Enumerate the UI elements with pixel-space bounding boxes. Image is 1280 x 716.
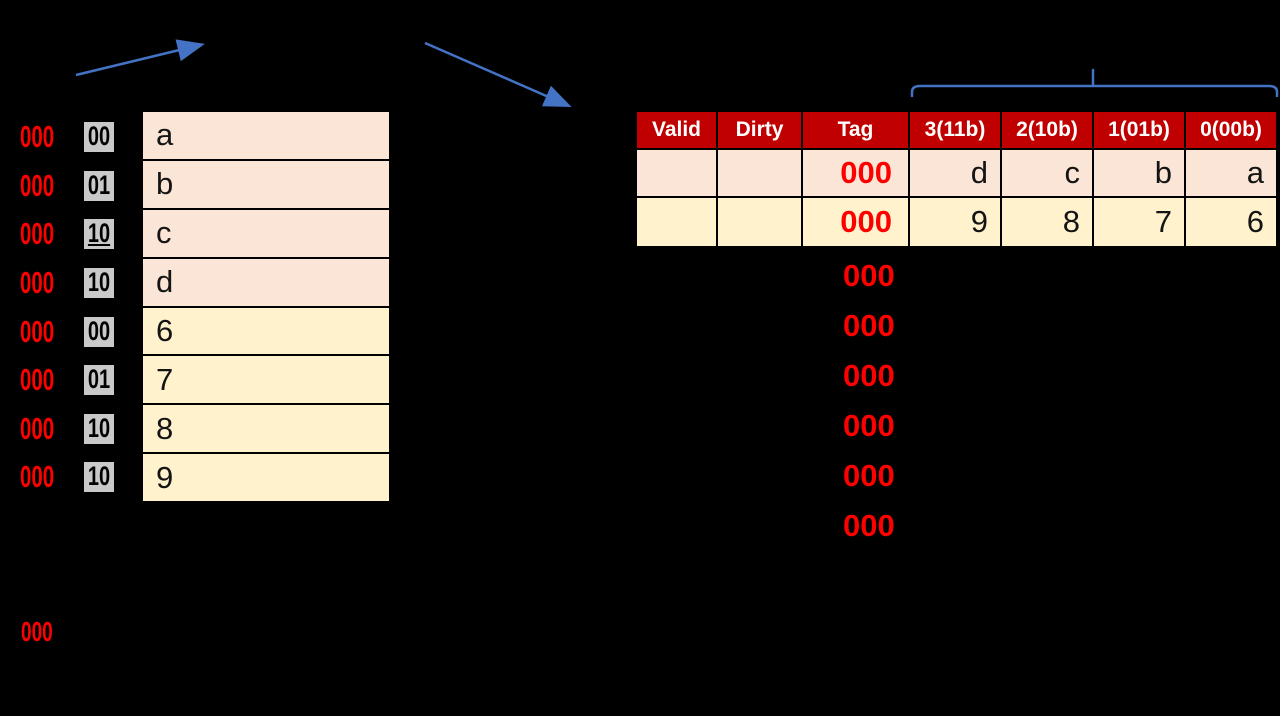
address-offset-bits: 00 — [87, 121, 111, 151]
tag-value-label: 000 — [843, 408, 895, 443]
address-offset-bits: 10 — [87, 218, 111, 248]
memory-row: d — [143, 258, 389, 308]
memory-table: a b c d 6 7 8 9 — [141, 110, 391, 503]
offset-highlight-box: 00 — [84, 316, 114, 347]
address-tag-bits: 000 — [20, 216, 55, 251]
memory-row: a — [143, 112, 389, 161]
cache-tag-cell: 000 — [803, 150, 910, 198]
address-tag-bits: 000 — [20, 119, 55, 154]
memory-cell-value: a — [156, 117, 174, 153]
offset-highlight-box: 10 — [84, 413, 114, 444]
address-offset-bits: 10 — [87, 413, 111, 443]
cache-word-cell: a — [1186, 150, 1276, 198]
bottom-tag-value-label: 000 — [21, 616, 53, 647]
offset-highlight-box: 10 — [84, 267, 114, 298]
cache-header-word0: 0(00b) — [1186, 112, 1276, 150]
cache-dirty-cell — [718, 198, 803, 246]
address-offset-bits: 00 — [87, 316, 111, 346]
cache-dirty-cell — [718, 150, 803, 198]
address-tag-bits: 000 — [20, 362, 55, 397]
cache-header-tag: Tag — [803, 112, 910, 150]
tag-value-label: 000 — [843, 508, 895, 543]
cache-word-cell: 9 — [910, 198, 1002, 246]
address-tag-bits: 000 — [20, 314, 55, 349]
address-offset-bits: 01 — [87, 364, 111, 394]
cache-header-word1: 1(01b) — [1094, 112, 1186, 150]
cache-valid-cell — [637, 150, 718, 198]
offset-highlight-box: 10 — [84, 218, 114, 249]
tag-value-label: 000 — [843, 308, 895, 343]
memory-cell-value: 7 — [156, 361, 174, 397]
memory-cell-value: 8 — [156, 410, 174, 446]
memory-row: c — [143, 209, 389, 259]
memory-row: 8 — [143, 405, 389, 455]
address-tag-bits: 000 — [20, 459, 55, 494]
cache-word-cell: d — [910, 150, 1002, 198]
memory-cell-value: d — [156, 264, 174, 300]
memory-row: 7 — [143, 356, 389, 406]
cache-word-cell: b — [1094, 150, 1186, 198]
down-right-arrow-icon — [424, 41, 572, 108]
memory-cell-value: b — [156, 166, 174, 202]
address-offset-bits: 10 — [87, 461, 111, 491]
cache-table: Valid Dirty Tag 3(11b) 2(10b) 1(01b) 0(0… — [635, 110, 1278, 248]
address-row: 000 00 — [0, 112, 141, 161]
cache-header-dirty: Dirty — [718, 112, 803, 150]
cache-word-cell: c — [1002, 150, 1094, 198]
offset-highlight-box: 01 — [84, 364, 114, 395]
offset-highlight-box: 01 — [84, 170, 114, 201]
address-tag-bits: 000 — [20, 411, 55, 446]
offset-highlight-box: 00 — [84, 121, 114, 152]
address-offset-bits: 01 — [87, 170, 111, 200]
cache-word-cell: 8 — [1002, 198, 1094, 246]
address-row: 000 10 — [0, 209, 141, 258]
cache-header-valid: Valid — [637, 112, 718, 150]
address-tag-bits: 000 — [20, 168, 55, 203]
up-right-arrow-icon — [75, 39, 205, 77]
memory-cell-value: c — [156, 215, 172, 251]
address-row: 000 01 — [0, 355, 141, 404]
memory-cell-value: 6 — [156, 312, 174, 348]
cache-tag-cell: 000 — [803, 198, 910, 246]
cache-header-word2: 2(10b) — [1002, 112, 1094, 150]
address-row: 000 10 — [0, 258, 141, 307]
memory-cell-value: 9 — [156, 459, 174, 495]
cache-header-word3: 3(11b) — [910, 112, 1002, 150]
memory-row: 9 — [143, 454, 389, 501]
cache-word-cell: 7 — [1094, 198, 1186, 246]
tag-value-label: 000 — [843, 258, 895, 293]
cache-word-cell: 6 — [1186, 198, 1276, 246]
tag-value-label: 000 — [843, 358, 895, 393]
cache-valid-cell — [637, 198, 718, 246]
memory-row: b — [143, 160, 389, 210]
address-row: 000 01 — [0, 161, 141, 210]
address-row: 000 10 — [0, 404, 141, 453]
address-offset-bits: 10 — [87, 267, 111, 297]
address-row: 000 00 — [0, 307, 141, 356]
word-columns-bracket-icon — [910, 68, 1279, 98]
address-tag-bits: 000 — [20, 265, 55, 300]
address-row: 000 10 — [0, 452, 141, 501]
offset-highlight-box: 10 — [84, 461, 114, 492]
tag-value-label: 000 — [843, 458, 895, 493]
memory-row: 6 — [143, 307, 389, 357]
